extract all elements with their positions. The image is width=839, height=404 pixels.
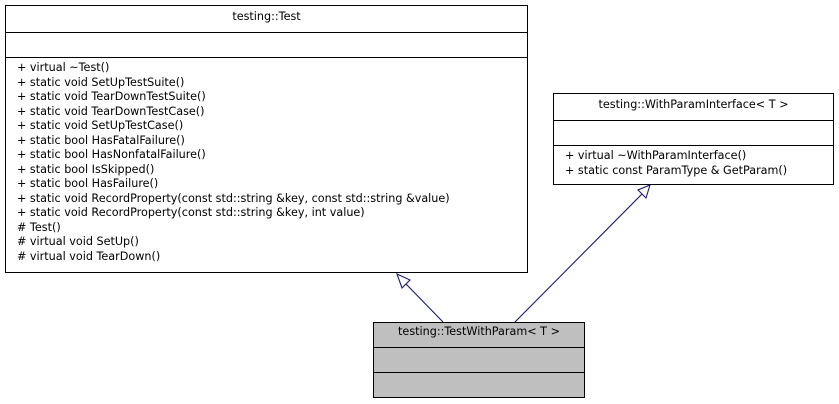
class-title: testing::Test	[6, 6, 527, 33]
edge-test-to-testwithparam	[405, 283, 444, 323]
class-testing-testwithparam[interactable]: testing::TestWithParam< T >	[373, 322, 585, 398]
member: + static void TearDownTestCase()	[17, 104, 205, 118]
member: + static void RecordProperty(const std::…	[17, 191, 450, 205]
member: + virtual ~Test()	[17, 61, 110, 74]
member: + static void RecordProperty(const std::…	[17, 206, 365, 219]
member: + static bool HasFailure()	[17, 177, 159, 190]
class-operations	[374, 373, 584, 376]
arrowhead-test	[396, 272, 411, 290]
member: + virtual ~WithParamInterface()	[565, 149, 747, 162]
member: + static void SetUpTestSuite()	[17, 75, 185, 89]
class-operations: + virtual ~WithParamInterface() + static…	[554, 146, 833, 178]
class-attributes	[6, 33, 527, 58]
member: # virtual void SetUp()	[17, 235, 139, 248]
class-attributes	[554, 121, 833, 146]
arrowhead-withparaminterface	[637, 184, 651, 200]
class-testing-withparaminterface[interactable]: testing::WithParamInterface< T > + virtu…	[553, 93, 834, 185]
class-title: testing::WithParamInterface< T >	[554, 94, 833, 121]
class-title: testing::TestWithParam< T >	[374, 323, 584, 348]
class-operations: + virtual ~Test() + static void SetUpTes…	[6, 58, 527, 264]
member: + static bool IsSkipped()	[17, 162, 155, 176]
member: + static bool HasFatalFailure()	[17, 133, 185, 147]
member: + static void SetUpTestCase()	[17, 119, 184, 132]
member: + static void TearDownTestSuite()	[17, 90, 206, 103]
edge-withparaminterface-to-testwithparam	[514, 193, 643, 323]
member: + static const ParamType & GetParam()	[565, 163, 788, 177]
member: # Test()	[17, 220, 61, 234]
member: + static bool HasNonfatalFailure()	[17, 148, 206, 161]
class-attributes	[374, 348, 584, 373]
member: # virtual void TearDown()	[17, 249, 161, 263]
class-testing-test[interactable]: testing::Test + virtual ~Test() + static…	[5, 5, 528, 273]
